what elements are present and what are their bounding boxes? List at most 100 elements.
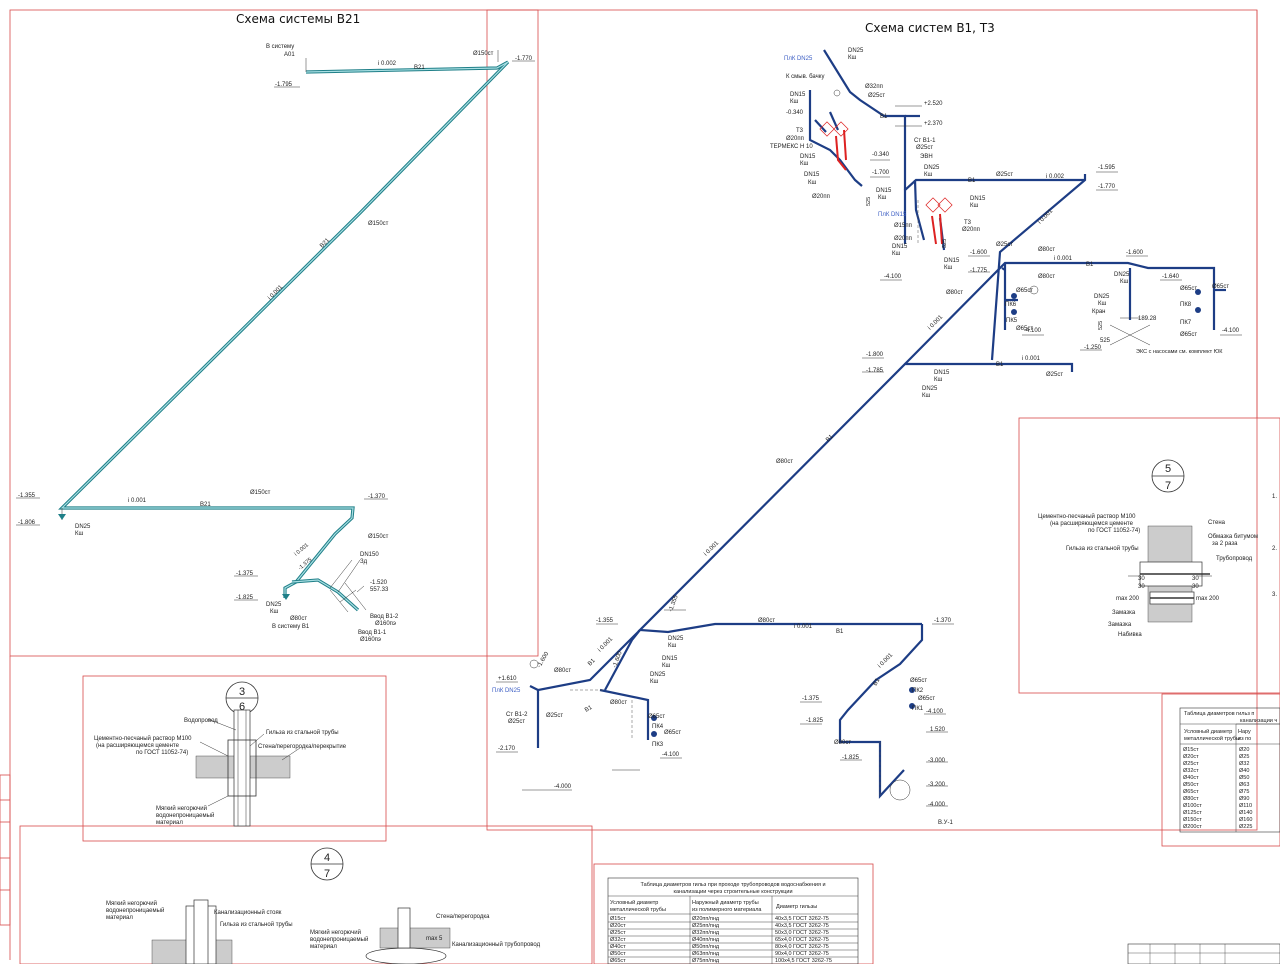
svg-text:Ø20пп: Ø20пп	[894, 236, 912, 242]
svg-text:В21: В21	[414, 65, 425, 71]
svg-text:Ø20пп: Ø20пп	[962, 227, 980, 233]
svg-text:К смыв. бачку: К смыв. бачку	[786, 74, 824, 80]
svg-text:Ø80ст: Ø80ст	[776, 459, 793, 465]
svg-text:-1.355: -1.355	[596, 618, 614, 624]
svg-text:-2.170: -2.170	[498, 746, 516, 752]
table-main-cell: Ø65ст	[610, 958, 626, 964]
svg-text:-1.520: -1.520	[370, 580, 388, 586]
detail-5-7: 5 7 Цементно-песчаный раствор М100 (на р…	[1038, 459, 1258, 638]
svg-text:Диаметр гильзы: Диаметр гильзы	[776, 904, 817, 910]
table-main-cell: Ø32пп/пнд	[692, 930, 720, 936]
svg-text:Цементно-песчаный раствор М100: Цементно-песчаный раствор М100	[1038, 513, 1136, 520]
svg-text:DN15: DN15	[790, 92, 806, 98]
svg-text:В систему В1: В систему В1	[272, 624, 310, 630]
svg-text:Ø15пп: Ø15пп	[894, 223, 912, 229]
svg-text:В.У-1: В.У-1	[938, 820, 953, 826]
table-right-cell: Ø32	[1239, 761, 1249, 767]
svg-text:Мягкий негорючий: Мягкий негорючий	[310, 929, 361, 936]
side-notes: 1. 2. 3.	[1272, 494, 1277, 598]
svg-text:-1.370: -1.370	[368, 494, 386, 500]
svg-text:Кш: Кш	[1120, 279, 1128, 285]
svg-text:ПлК DN25: ПлК DN25	[492, 688, 521, 694]
svg-text:Ø80ст: Ø80ст	[290, 616, 307, 622]
svg-text:-0.340: -0.340	[786, 110, 804, 116]
svg-text:Ø150ст: Ø150ст	[250, 490, 271, 496]
svg-text:i 0.001: i 0.001	[128, 498, 147, 504]
svg-text:ПК2: ПК2	[912, 688, 924, 694]
table-right-cell: Ø20	[1239, 747, 1249, 753]
svg-text:Ø25ст: Ø25ст	[916, 145, 933, 151]
svg-text:Замазка: Замазка	[1108, 622, 1132, 628]
table-right-cell: Ø65ст	[1183, 789, 1199, 795]
svg-text:30: 30	[1192, 576, 1199, 582]
svg-text:ПлК DN25: ПлК DN25	[784, 56, 813, 62]
svg-text:7: 7	[1165, 480, 1171, 492]
svg-text:Ввод В1-1: Ввод В1-1	[358, 630, 387, 636]
svg-text:ПК1: ПК1	[912, 706, 924, 712]
svg-text:Ø20пп: Ø20пп	[812, 194, 830, 200]
svg-text:канализации ч: канализации ч	[1240, 718, 1277, 724]
table-main-cell: 40х3,5 ГОСТ 3262-75	[775, 923, 829, 929]
svg-text:Канализационный трубопровод: Канализационный трубопровод	[452, 941, 541, 948]
svg-text:Кш: Кш	[1098, 301, 1106, 307]
svg-text:Т3: Т3	[964, 220, 972, 226]
svg-text:Ø150ст: Ø150ст	[368, 221, 389, 227]
frame-table-right	[1161, 693, 1280, 847]
svg-text:Ø80ст: Ø80ст	[834, 740, 851, 746]
svg-text:В21: В21	[200, 502, 211, 508]
svg-text:-1.355: -1.355	[18, 493, 36, 499]
table-main-cell: 80х4,0 ГОСТ 3262-75	[775, 944, 829, 950]
svg-text:металлической трубы: металлической трубы	[1184, 735, 1240, 742]
svg-text:Водопровод: Водопровод	[184, 718, 218, 724]
table-right-cell: Ø90	[1239, 796, 1249, 802]
table-right-cell: Ø140	[1239, 810, 1252, 816]
svg-text:-1.785: -1.785	[866, 368, 884, 374]
svg-text:В1: В1	[836, 629, 844, 635]
b21-labels: В систему А01 -1.795 i 0.002 Ø150ст -1.7…	[16, 44, 535, 643]
table-right-cell: Ø40ст	[1183, 775, 1199, 781]
svg-text:Кш: Кш	[924, 172, 932, 178]
svg-text:Ø160пэ: Ø160пэ	[375, 621, 396, 627]
table-main-cell: Ø32ст	[610, 937, 626, 943]
svg-text:-1.600: -1.600	[537, 651, 551, 669]
svg-text:i 0.001: i 0.001	[794, 624, 813, 630]
svg-text:Ст В1-1: Ст В1-1	[914, 138, 936, 144]
svg-text:+2.520: +2.520	[924, 101, 943, 107]
svg-text:Ø65ст: Ø65ст	[910, 678, 927, 684]
svg-text:Канализационный стояк: Канализационный стояк	[214, 909, 282, 916]
svg-text:-1.640: -1.640	[1162, 274, 1180, 280]
svg-text:материал: материал	[156, 820, 183, 826]
table-main-cell: 50х3,0 ГОСТ 3262-75	[775, 930, 829, 936]
table-right-cell: Ø160	[1239, 817, 1252, 823]
svg-text:А01: А01	[284, 52, 295, 58]
svg-text:DN15: DN15	[804, 172, 820, 178]
svg-text:-1.250: -1.250	[1084, 345, 1102, 351]
margin-stamp	[0, 774, 11, 926]
b1-level-marks	[496, 105, 1242, 807]
svg-text:189.28: 189.28	[1138, 316, 1157, 322]
svg-text:Ø25ст: Ø25ст	[996, 172, 1013, 178]
svg-text:Кш: Кш	[662, 663, 670, 669]
svg-text:Ø80ст: Ø80ст	[946, 290, 963, 296]
svg-text:Кш: Кш	[934, 377, 942, 383]
svg-text:Кш: Кш	[790, 99, 798, 105]
svg-text:-1.375: -1.375	[802, 696, 820, 702]
svg-text:-1.770: -1.770	[1098, 184, 1116, 190]
svg-text:Кш: Кш	[848, 55, 856, 61]
svg-text:материал: материал	[310, 944, 337, 950]
svg-text:DN25: DN25	[1094, 294, 1110, 300]
svg-text:DN150: DN150	[360, 552, 379, 558]
svg-text:-3.200: -3.200	[928, 782, 946, 788]
svg-text:В1: В1	[587, 658, 597, 668]
table-right: Таблица диаметров гильз п канализации ч …	[1179, 707, 1280, 833]
svg-text:Гильза из стальной трубы: Гильза из стальной трубы	[266, 729, 339, 736]
svg-text:-1.600: -1.600	[1126, 250, 1144, 256]
svg-text:Ø65ст: Ø65ст	[1212, 284, 1229, 290]
svg-text:по ГОСТ 11052-74): по ГОСТ 11052-74)	[1088, 528, 1140, 534]
svg-text:DN25: DN25	[668, 636, 684, 642]
svg-text:-4.000: -4.000	[928, 802, 946, 808]
svg-text:Ø65ст: Ø65ст	[1016, 288, 1033, 294]
svg-text:-4.100: -4.100	[1024, 328, 1042, 334]
svg-text:i 0.001: i 0.001	[927, 314, 944, 331]
